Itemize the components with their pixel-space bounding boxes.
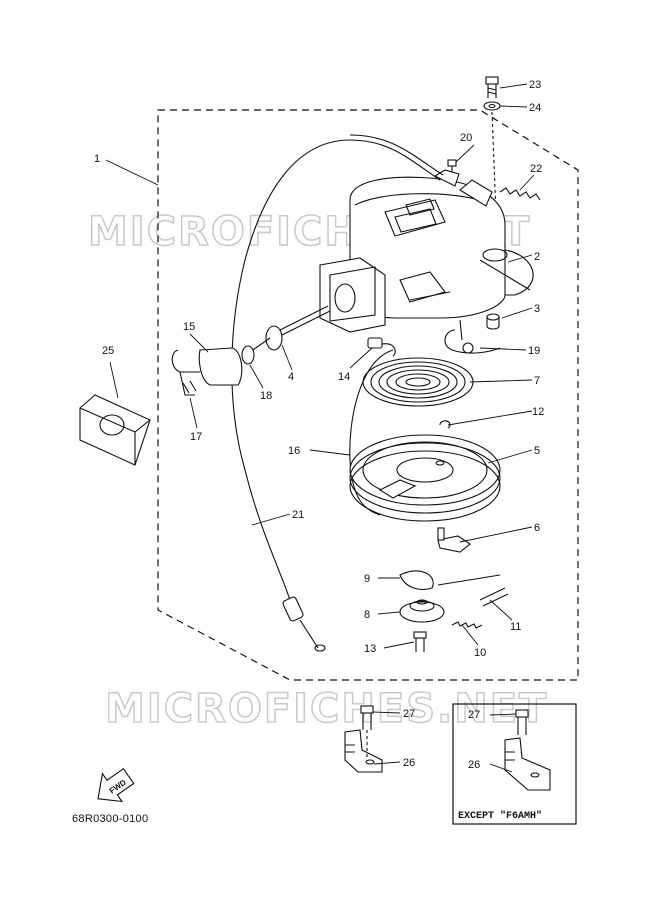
plate-9 [399,570,434,591]
sheave-drum-5 [349,434,501,522]
callout-26: 26 [403,757,415,769]
callout-22: 22 [530,163,542,175]
callout-11: 11 [510,621,521,633]
clip-11-icon [479,587,509,607]
starter-case-2 [319,169,534,333]
callout-1: 1 [94,153,100,165]
assembly-boundary [157,109,579,681]
spring-22-icon [499,187,541,201]
callout-14: 14 [338,371,350,383]
callout-23: 23 [529,79,541,91]
inset-box [452,703,577,825]
pawl-19 [444,329,501,354]
callout-20: 20 [460,132,472,144]
inset-callout-27: 27 [468,709,480,721]
bolt-13-icon [413,631,427,652]
drawing-code: 68R0300-0100 [72,813,148,825]
parts-artwork [79,76,551,791]
bolt-27-icon [360,705,374,730]
drive-plate-8 [399,599,445,623]
callout-10: 10 [474,647,486,659]
callout-21: 21 [292,509,304,521]
bolt-23-icon [485,76,499,98]
fwd-arrow-icon: FWD [97,767,135,803]
inset-note: EXCEPT "F6AMH" [458,810,542,822]
pawl-6 [437,535,471,553]
callout-25: 25 [102,345,114,357]
eclip-12-icon [439,420,451,429]
callout-12: 12 [532,406,544,418]
grommet-18-icon [241,345,255,365]
callout-24: 24 [529,102,541,114]
callout-16: 16 [288,445,300,457]
lever-15 [171,347,243,396]
callout-9: 9 [364,573,370,585]
callout-17: 17 [190,431,202,443]
washer-24-icon [483,101,501,111]
clip-14-icon [367,337,383,349]
leader-lines [105,83,535,773]
cover-pad-25 [79,394,151,466]
callout-labels: 1 2 3 4 5 6 7 8 9 10 11 12 13 14 15 16 1… [94,79,544,771]
inset-bolt-27-icon [515,709,529,735]
callout-13: 13 [364,643,376,655]
callout-4: 4 [288,371,294,383]
bolt-20-icon [447,159,457,167]
callout-8: 8 [364,609,370,621]
callout-5: 5 [534,445,540,457]
callout-3: 3 [534,303,540,315]
cable-21 [231,139,441,601]
inset-bracket-26 [504,737,551,791]
callout-18: 18 [260,390,272,402]
spring-10-icon [451,621,483,629]
callout-15: 15 [183,321,195,333]
callout-27: 27 [403,708,415,720]
bolt-17-icon [182,380,197,394]
bracket-26 [344,729,383,773]
recoil-spring-7 [362,357,474,407]
callout-6: 6 [534,522,540,534]
watermark-bottom: MICROFICHES.NET [105,686,548,732]
callout-2: 2 [534,251,540,263]
inset-callout-26: 26 [468,759,480,771]
callout-7: 7 [534,375,540,387]
callout-19: 19 [528,345,540,357]
